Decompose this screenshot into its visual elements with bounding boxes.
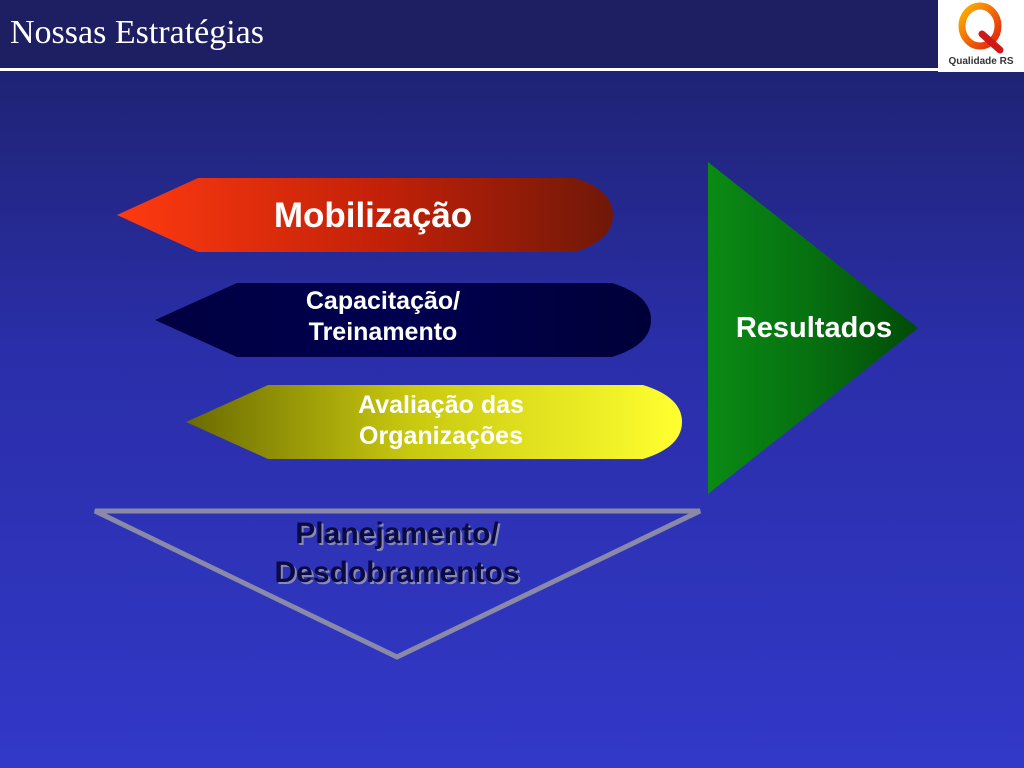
arrow-capacitacao — [155, 283, 651, 357]
header-rule — [0, 68, 938, 71]
label-resultados: Resultados — [735, 312, 893, 344]
arrow-resultados — [708, 162, 918, 494]
label-mobilizacao: Mobilização — [273, 196, 473, 235]
logo-text: Qualidade RS — [948, 56, 1014, 67]
triangle-planejamento — [93, 508, 702, 660]
arrow-avaliacao — [186, 385, 682, 459]
slide-header: Nossas Estratégias — [0, 0, 1024, 68]
label-capacitacao: Capacitação/ Treinamento — [305, 287, 461, 347]
q-logo-icon — [958, 2, 1004, 54]
logo: Qualidade RS — [938, 0, 1024, 72]
label-planejamento: Planejamento/ Desdobramentos — [274, 517, 520, 589]
arrow-mobilizacao — [117, 178, 613, 252]
label-avaliacao: Avaliação das Organizações — [358, 391, 524, 451]
slide-title: Nossas Estratégias — [10, 14, 265, 51]
